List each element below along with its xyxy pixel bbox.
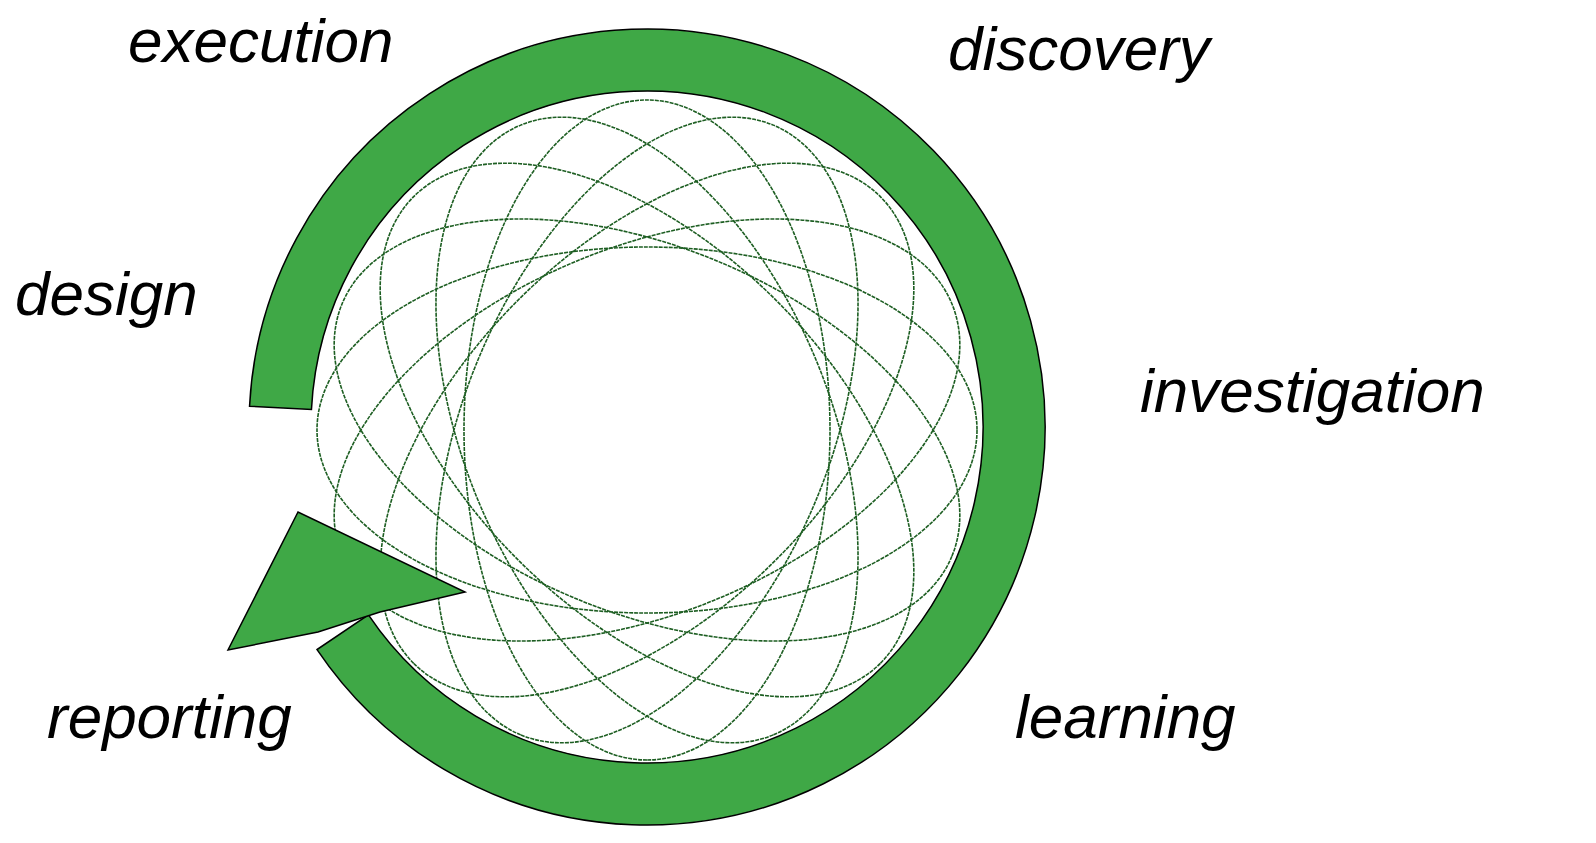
cycle-arrow-head (228, 512, 465, 650)
phase-label: design (15, 263, 198, 325)
cycle-arrow-band (250, 29, 1045, 825)
phase-label: learning (1015, 686, 1236, 748)
phase-label: discovery (948, 18, 1210, 80)
spirograph-ellipse (464, 100, 830, 760)
phase-label: execution (128, 10, 393, 72)
phase-label: reporting (47, 686, 292, 748)
spirograph-ellipse (317, 247, 977, 613)
phase-label: investigation (1140, 360, 1485, 422)
